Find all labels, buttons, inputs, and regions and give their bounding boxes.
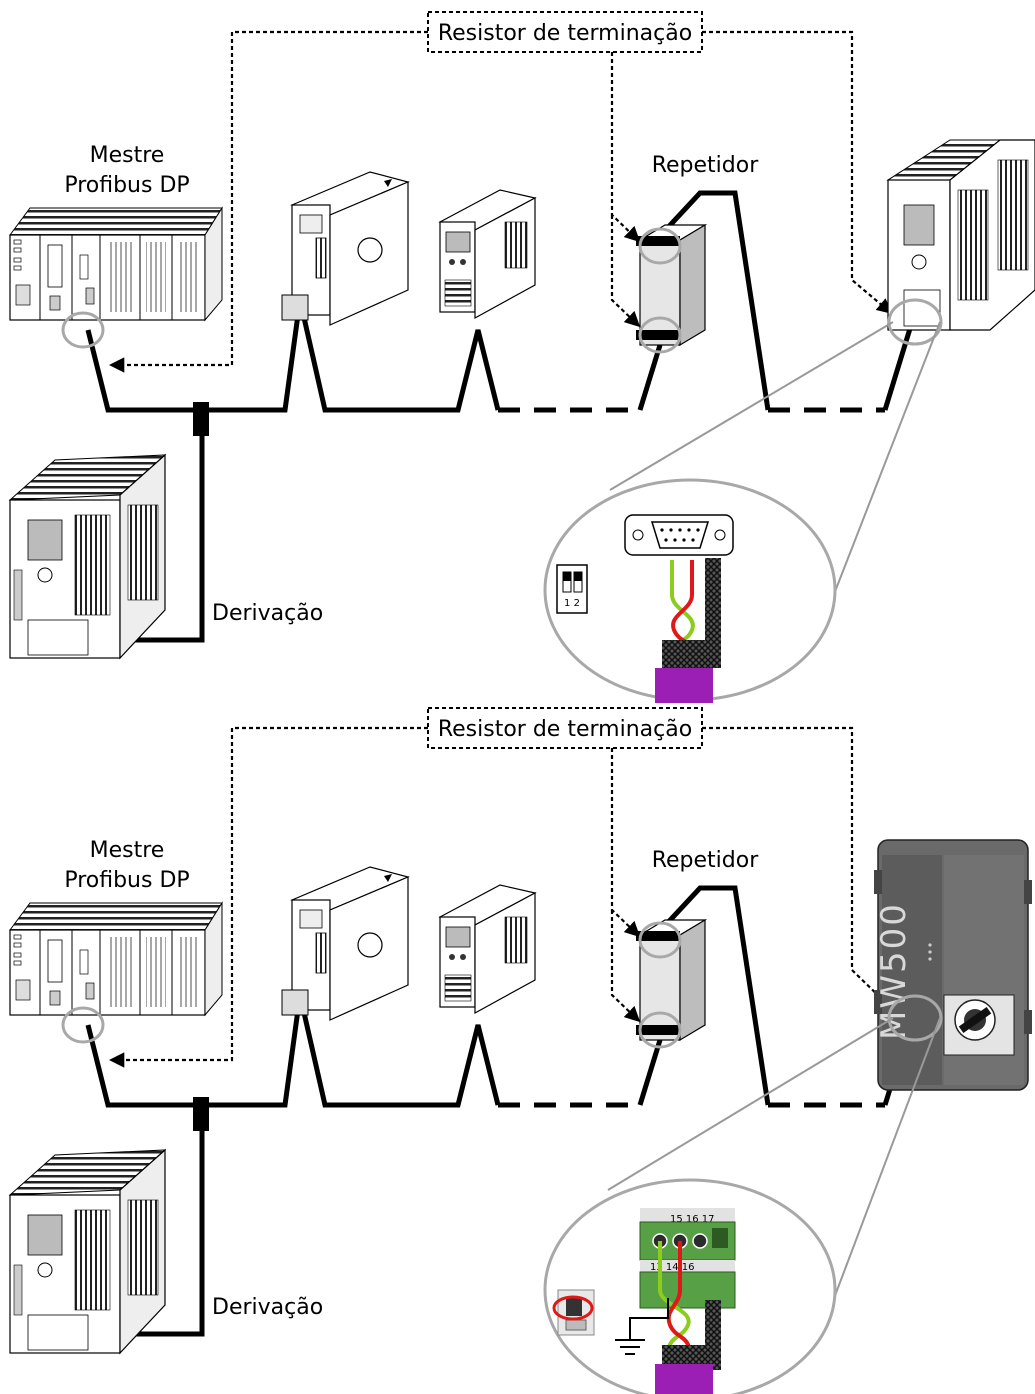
- cable-shield-collar-bottom: [662, 1345, 708, 1367]
- master-label-line2-bottom: Profibus DP: [64, 868, 189, 893]
- servo-drive-device-bottom: [282, 867, 408, 1020]
- cable-jacket: [655, 668, 713, 703]
- termination-resistor-label-bottom: Resistor de terminação: [438, 717, 692, 742]
- master-label-line1: Mestre: [90, 143, 165, 168]
- small-inverter-device-bottom: [440, 885, 535, 1013]
- branch-connector: [193, 402, 209, 436]
- repeater-device: [636, 225, 705, 345]
- master-plc-device: [10, 208, 222, 320]
- branch-connector-bottom: [193, 1097, 209, 1131]
- master-plc-device-bottom: [10, 903, 222, 1015]
- branch-inverter-device-bottom: [10, 1150, 165, 1353]
- servo-drive-device: [282, 172, 408, 325]
- dip-switch-numbers: 1 2: [564, 598, 580, 609]
- master-label-line1-bottom: Mestre: [90, 838, 165, 863]
- mw500-label: MW500: [874, 902, 914, 1040]
- terminal-row-bottom: 13 14 16: [650, 1262, 695, 1273]
- termination-resistor-label: Resistor de terminação: [438, 21, 692, 46]
- top-network-panel: Resistor de terminação: [10, 12, 1035, 703]
- branch-inverter-device: [10, 455, 165, 658]
- repeater-label-bottom: Repetidor: [652, 848, 759, 873]
- mw500-drive-device: MW500: [874, 840, 1032, 1090]
- dip-switch-icon-bottom: [554, 1290, 594, 1335]
- repeater-label: Repetidor: [652, 153, 759, 178]
- db9-connector-icon: [625, 515, 733, 555]
- small-inverter-device: [440, 190, 535, 318]
- branch-label: Derivação: [212, 601, 323, 626]
- cable-jacket-bottom: [655, 1364, 713, 1394]
- bottom-network-panel: Resistor de terminação: [10, 708, 1032, 1394]
- repeater-device-bottom: [636, 920, 705, 1040]
- terminal-block-detail: 15 16 17 13 14 16: [640, 1208, 735, 1308]
- master-label-line2: Profibus DP: [64, 173, 189, 198]
- cable-shield-collar: [662, 640, 708, 670]
- branch-label-bottom: Derivação: [212, 1295, 323, 1320]
- dip-switch-icon: 1 2: [557, 565, 587, 613]
